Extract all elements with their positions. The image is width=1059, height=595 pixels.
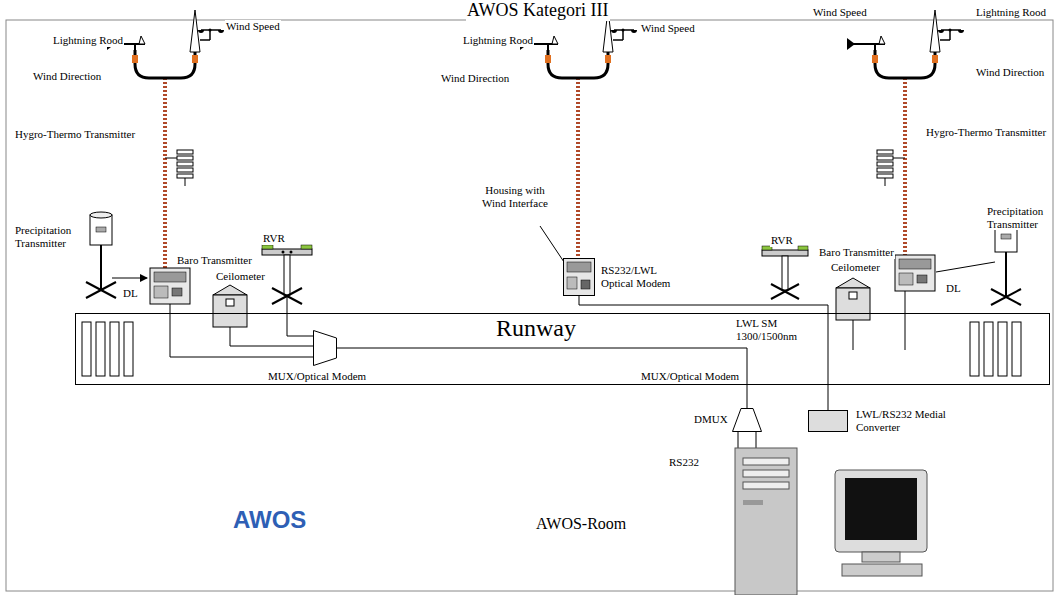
mux-modem: MUX/Optical Modem [313, 330, 337, 366]
hygro-thermo-shields [165, 150, 905, 186]
diagram-title: AWOS Kategori III [466, 0, 610, 21]
node-label: RS232/LWL Optical Modem [601, 264, 675, 289]
sensor-label: Ceilometer [830, 261, 881, 274]
sensor-label: Baro Transmitter [176, 254, 253, 267]
sensor-label: Hygro-Thermo Transmitter [14, 128, 136, 141]
port-label: RS232 [668, 456, 700, 469]
system-title: AWOS [232, 506, 307, 534]
sensor-label: Wind Direction [32, 70, 102, 83]
dmux: DMUX [732, 408, 762, 432]
sensor-label: RVR [770, 234, 794, 247]
mast-poles [165, 78, 905, 268]
sensor-label: Wind Direction [975, 66, 1045, 79]
sensor-label: Lightning Rood [975, 6, 1047, 19]
sensor-label: RVR [262, 232, 286, 245]
fiber-connector [337, 348, 747, 408]
sensor-label: Wind Direction [440, 72, 510, 85]
sensor-label: Wind Speed [812, 6, 868, 19]
signal-wires [170, 226, 905, 448]
junction-boxes [150, 255, 935, 304]
sensor-label: Lightning Rood [52, 34, 124, 47]
dmux-shape [732, 408, 762, 432]
sensor-label: Wind Speed [225, 20, 281, 33]
sensor-label: Hygro-Thermo Transmitter [925, 126, 1047, 139]
sensor-label: Baro Transmitter [818, 246, 895, 259]
node-label: MUX/Optical Modem [268, 370, 366, 383]
sensor-label: DL [122, 287, 139, 300]
sensor-label: DL [945, 282, 962, 295]
sensor-label: Wind Speed [640, 22, 696, 35]
sensor-label: Lightning Rood [462, 34, 534, 47]
computer [735, 448, 927, 595]
node-label: Runway [496, 315, 576, 343]
housing-label: Housing with Wind Interface [478, 184, 552, 209]
sensor-label: Precipitation Transmitter [986, 205, 1052, 230]
mux-shape [313, 330, 337, 366]
box-shape [808, 410, 848, 432]
modem-label: MUX/Optical Modem [640, 370, 740, 383]
fiber-label: LWL SM 1300/1500nm [735, 317, 803, 342]
sensor-label: Precipitation Transmitter [14, 224, 88, 249]
sensor-label: Ceilometer [215, 270, 266, 283]
node-label: LWL/RS232 Medial Converter [856, 408, 968, 433]
node-label: DMUX [694, 413, 728, 426]
housing-shape [563, 258, 595, 296]
rvr-sensors [262, 245, 808, 304]
room-label: AWOS-Room [535, 515, 627, 533]
frame [6, 20, 1053, 591]
optical-modem-housing: RS232/LWL Optical Modem [563, 258, 595, 296]
runway-band: RunwayMUX/Optical Modem [75, 313, 1050, 385]
media-converter: LWL/RS232 Medial Converter [808, 410, 848, 432]
